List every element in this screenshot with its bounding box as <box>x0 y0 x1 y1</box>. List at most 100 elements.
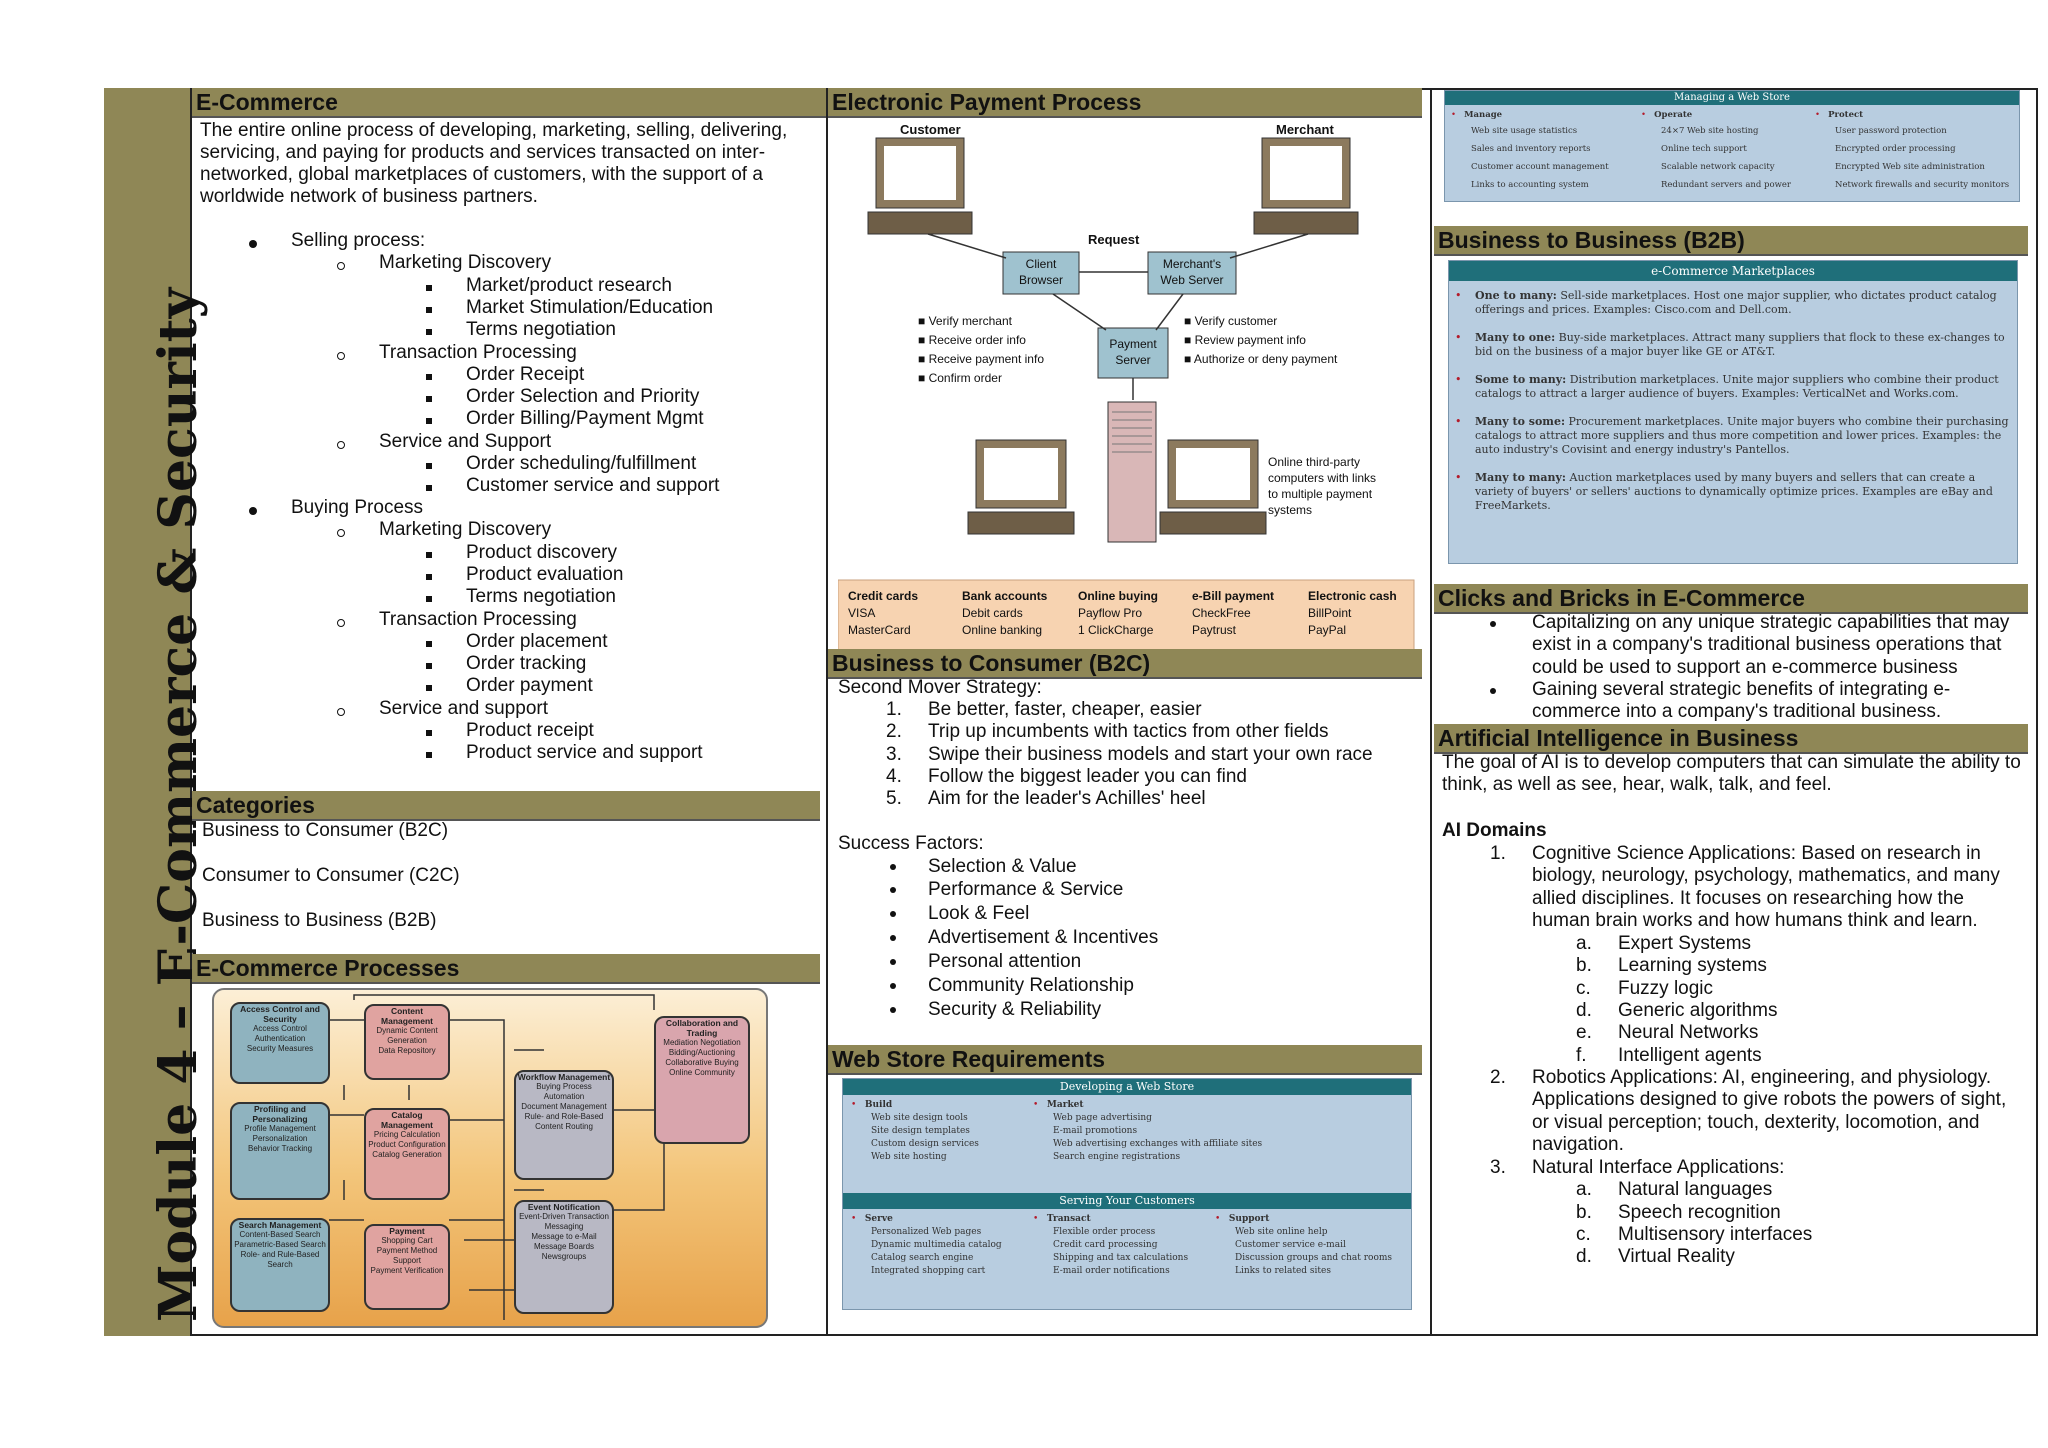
module-spine <box>104 88 192 1336</box>
build-item: Custom design services <box>871 1139 979 1149</box>
process-box-title: Profiling and Personalizing <box>252 1104 308 1124</box>
success-label: Success Factors: <box>838 833 984 854</box>
support-item: Discussion groups and chat rooms <box>1235 1253 1393 1263</box>
marketplace-label: Many to many: <box>1475 471 1566 484</box>
buying-label: Buying Process <box>291 497 424 518</box>
category-item: Consumer to Consumer (C2C) <box>202 865 460 886</box>
success-item: Community Relationship <box>928 975 1134 996</box>
circle-bullet <box>337 529 345 537</box>
process-box-item: Buying Process Automation <box>536 1082 592 1101</box>
category-item: Business to Consumer (B2C) <box>202 820 449 841</box>
method-title: Credit cards <box>848 589 919 603</box>
bullet <box>890 864 896 870</box>
square-bullet <box>426 663 432 669</box>
process-box-item: Access Control <box>253 1024 307 1033</box>
payment-heading: Electronic Payment Process <box>828 88 1422 118</box>
strategy-item: Aim for the leader's Achilles' heel <box>928 788 1206 809</box>
circle-bullet <box>337 619 345 627</box>
strategy-item: Be better, faster, cheaper, easier <box>928 699 1202 720</box>
customer-label: Customer <box>900 122 961 137</box>
method-item: MasterCard <box>848 623 911 637</box>
square-bullet <box>426 285 432 291</box>
selling-group-3: Service and Support <box>379 431 552 452</box>
marketplace-item: •Many to one: Buy-side marketplaces. Att… <box>1455 331 2005 358</box>
process-box-item: Product Configuration <box>368 1140 446 1149</box>
method-item: CheckFree <box>1192 606 1251 620</box>
marketplace-label: Some to many: <box>1475 373 1567 386</box>
transact-item: Shipping and tax calculations <box>1053 1253 1189 1263</box>
webstore-serve-title: Serving Your Customers <box>843 1193 1411 1209</box>
ai-subitem: Expert Systems <box>1618 933 1752 954</box>
list-letter: c. <box>1576 1224 1591 1245</box>
process-box-title: Event Notification <box>527 1202 601 1212</box>
success-item: Security & Reliability <box>928 999 1102 1020</box>
marketplace-label: Many to some: <box>1475 415 1565 428</box>
square-bullet <box>426 307 432 313</box>
bullet <box>890 959 896 965</box>
list-letter: b. <box>1576 1202 1592 1223</box>
list-letter: d. <box>1576 1246 1592 1267</box>
ai-subitem: Fuzzy logic <box>1618 978 1714 999</box>
process-box-item: Authentication <box>254 1034 306 1043</box>
bullet <box>890 1007 896 1013</box>
method-title: e-Bill payment <box>1192 589 1275 603</box>
process-box-title: Payment <box>389 1226 425 1236</box>
method-title: Online buying <box>1078 589 1158 603</box>
list-letter: b. <box>1576 955 1592 976</box>
ecommerce-heading: E-Commerce <box>192 88 826 118</box>
method-item: Payflow Pro <box>1078 606 1143 620</box>
customer-action-text: Authorize or deny payment <box>1193 352 1338 366</box>
transact-item: Flexible order process <box>1053 1227 1156 1237</box>
ai-subitem: Neural Networks <box>1618 1022 1759 1043</box>
manage-title-text: Manage <box>1464 110 1503 120</box>
customer-action-item: ■ Authorize or deny payment <box>1184 352 1338 366</box>
marketplace-list: •One to many: Sell-side marketplaces. Ho… <box>1455 289 2011 513</box>
transact-item: Credit card processing <box>1053 1240 1158 1250</box>
customer-actions: ■ Verify customer ■ Review payment info … <box>1184 312 1337 369</box>
customer-action-item: ■ Verify customer <box>1184 314 1278 328</box>
merchant-action-text: Receive payment info <box>928 352 1044 366</box>
selling-item: Market Stimulation/Education <box>466 297 714 318</box>
processes-connectors <box>329 994 684 1320</box>
bullet <box>249 240 257 248</box>
buying-item: Product discovery <box>466 542 618 563</box>
method-item: Online banking <box>962 623 1043 637</box>
bullet <box>890 983 896 989</box>
webstore-dev-title: Developing a Web Store <box>843 1079 1411 1095</box>
marketplace-item: •One to many: Sell-side marketplaces. Ho… <box>1455 289 1997 316</box>
square-bullet <box>426 641 432 647</box>
marketplace-item: •Many to some: Procurement marketplaces.… <box>1455 415 2009 456</box>
operate-item: Scalable network capacity <box>1661 161 1775 172</box>
serve-title-text: Serve <box>864 1214 893 1224</box>
square-bullet <box>426 374 432 380</box>
column-middle: Electronic Payment Process <box>828 88 1432 1336</box>
clicks-item: Capitalizing on any unique strategic cap… <box>1532 612 2010 678</box>
square-bullet <box>426 574 432 580</box>
ai-domain-1: Cognitive Science Applications: Based on… <box>1532 843 2000 932</box>
square-bullet <box>426 463 432 469</box>
square-bullet <box>426 685 432 691</box>
method-item: 1 ClickCharge <box>1078 623 1154 637</box>
buying-item: Order tracking <box>466 653 587 674</box>
manage-item: Web site usage statistics <box>1471 125 1578 136</box>
webstore-heading: Web Store Requirements <box>828 1045 1422 1075</box>
process-box-item: Security Measures <box>246 1044 314 1053</box>
payment-diagram-graphics <box>838 137 1415 653</box>
client-browser-node: Client Browser <box>1018 257 1063 287</box>
process-box-item: Dynamic Content Generation <box>376 1026 438 1045</box>
marketplaces-title: e-Commerce Marketplaces <box>1449 261 2017 281</box>
list-letter: a. <box>1576 1179 1592 1200</box>
